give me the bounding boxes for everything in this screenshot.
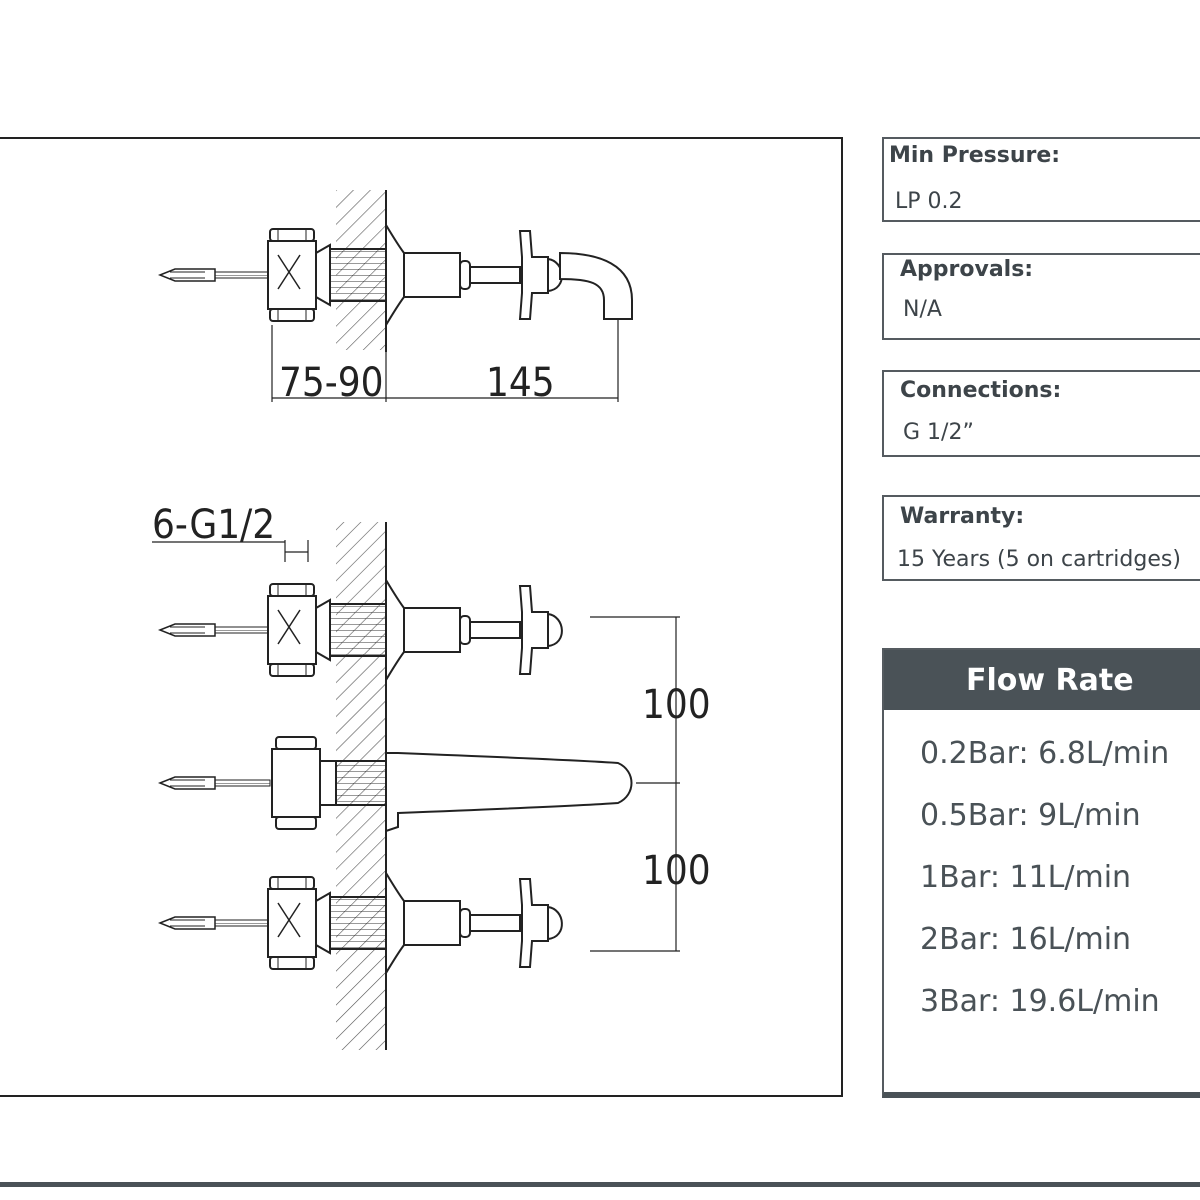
spec-value-min-pressure: LP 0.2: [895, 189, 963, 214]
spec-approvals: Approvals: N/A: [882, 253, 1200, 340]
flow-rate-row: 1Bar: 11L/min: [920, 860, 1132, 895]
bottom-divider: [0, 1182, 1200, 1187]
spec-min-pressure: Min Pressure: LP 0.2: [882, 137, 1200, 222]
spec-label-warranty: Warranty:: [900, 504, 1025, 529]
flow-rate-row: 2Bar: 16L/min: [920, 922, 1132, 957]
spec-label-min-pressure: Min Pressure:: [889, 143, 1061, 168]
spec-value-warranty: 15 Years (5 on cartridges): [897, 547, 1181, 572]
dim-thread: 6-G1/2: [152, 502, 275, 548]
dim-spout-reach: 145: [486, 360, 555, 406]
flow-rate-panel: Flow Rate 0.2Bar: 6.8L/min 0.5Bar: 9L/mi…: [882, 648, 1200, 1098]
spout-body: [159, 736, 633, 833]
spec-connections: Connections: G 1/2”: [882, 370, 1200, 457]
spec-label-connections: Connections:: [900, 378, 1062, 403]
technical-drawing: 75-90 145 6-G1/2 100 100: [0, 137, 843, 1097]
flow-rate-row: 0.2Bar: 6.8L/min: [920, 736, 1170, 771]
spec-warranty: Warranty: 15 Years (5 on cartridges): [882, 495, 1200, 581]
flow-rate-title: Flow Rate: [884, 650, 1200, 710]
spec-label-approvals: Approvals:: [900, 257, 1034, 282]
flow-rate-row: 3Bar: 19.6L/min: [920, 984, 1160, 1019]
spec-value-approvals: N/A: [903, 297, 942, 322]
spec-value-connections: G 1/2”: [903, 420, 974, 445]
flow-rate-row: 0.5Bar: 9L/min: [920, 798, 1141, 833]
dim-spacing-lower: 100: [642, 848, 711, 894]
dim-wall-depth: 75-90: [279, 360, 384, 406]
dim-spacing-upper: 100: [642, 682, 711, 728]
